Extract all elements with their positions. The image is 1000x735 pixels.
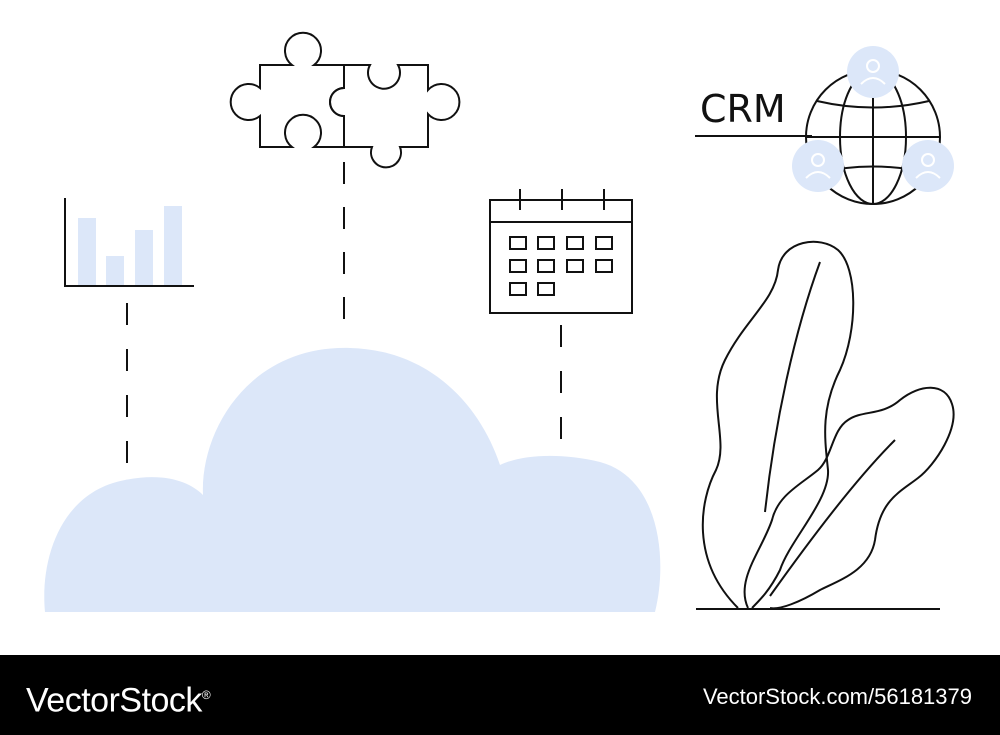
user-icon <box>847 46 899 98</box>
plant-icon <box>701 240 955 610</box>
illustration-canvas: CRM <box>44 31 955 612</box>
footer-bar: VectorStock® VectorStock.com/56181379 <box>0 655 1000 735</box>
brand-mark: ® <box>201 688 211 702</box>
calendar-icon <box>489 189 633 314</box>
user-icon <box>902 140 954 192</box>
bar-chart-icon <box>64 198 194 287</box>
cloud-icon <box>44 347 661 612</box>
brand-logo: VectorStock® <box>26 675 211 720</box>
crm-label: CRM <box>700 87 786 131</box>
crm-group: CRM <box>695 46 954 205</box>
puzzle-icon <box>229 31 461 169</box>
user-icon <box>792 140 844 192</box>
brand-name: VectorStock <box>26 681 202 720</box>
stock-id: VectorStock.com/56181379 <box>702 684 972 709</box>
